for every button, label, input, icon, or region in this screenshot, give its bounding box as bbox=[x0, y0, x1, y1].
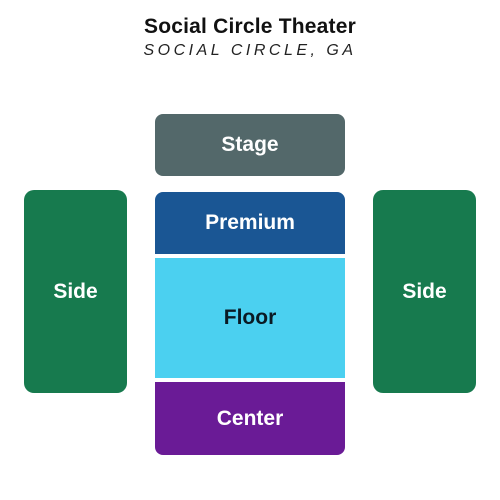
section-stage: Stage bbox=[155, 114, 345, 176]
section-side-left[interactable]: Side bbox=[24, 190, 127, 393]
section-side-right[interactable]: Side bbox=[373, 190, 476, 393]
venue-title: Social Circle Theater bbox=[144, 15, 356, 38]
section-premium[interactable]: Premium bbox=[155, 192, 345, 254]
section-center[interactable]: Center bbox=[155, 382, 345, 455]
section-floor[interactable]: Floor bbox=[155, 258, 345, 378]
venue-location: SOCIAL CIRCLE, GA bbox=[143, 42, 357, 59]
section-floor-label: Floor bbox=[223, 306, 277, 329]
section-side-right-label: Side bbox=[402, 279, 447, 303]
section-stage-label: Stage bbox=[221, 133, 279, 156]
section-center-label: Center bbox=[216, 406, 284, 430]
section-side-left-label: Side bbox=[53, 279, 98, 303]
section-premium-label: Premium bbox=[205, 211, 295, 234]
